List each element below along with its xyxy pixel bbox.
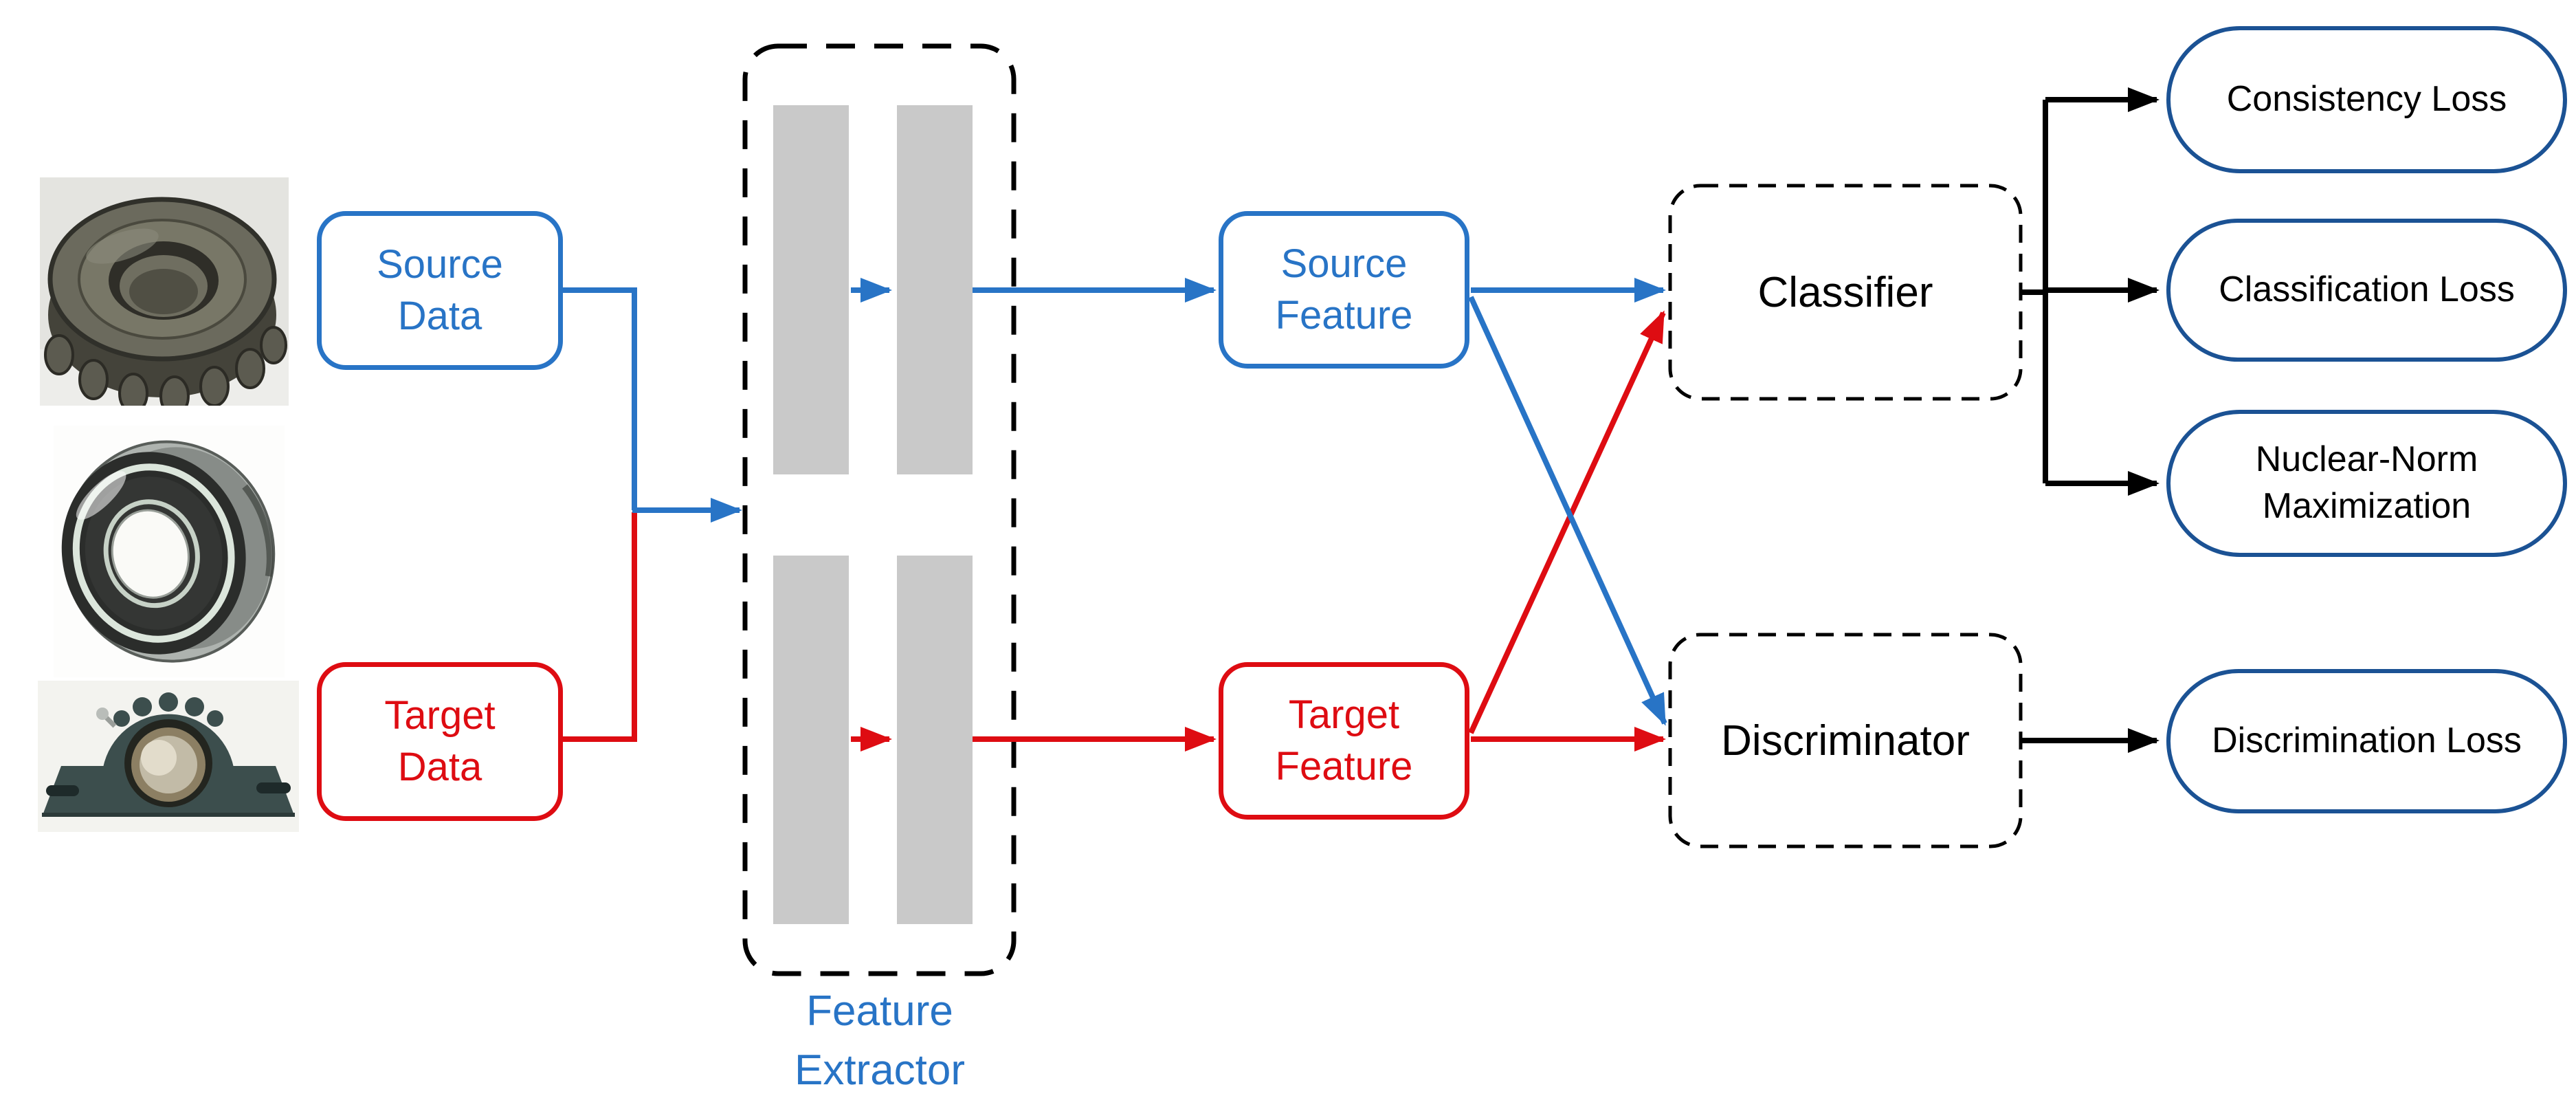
feature-extractor-layer-bar xyxy=(897,105,973,474)
feature-extractor-dashed-box xyxy=(742,43,1017,976)
arrow-source-feature-to-discriminator xyxy=(1468,296,1667,726)
target-data-label: Target Data xyxy=(384,693,496,789)
feature-extractor-layer-bar xyxy=(897,556,973,924)
classification-loss-label: Classification Loss xyxy=(2219,270,2515,310)
cylindrical-roller-bearing-photo xyxy=(40,177,289,406)
nuclear-norm-box: Nuclear-Norm Maximization xyxy=(2166,410,2567,557)
source-feature-box: Source Feature xyxy=(1219,211,1469,369)
source-data-label: Source Data xyxy=(377,242,503,338)
arrow-target-feature-to-classifier xyxy=(1468,310,1666,734)
target-data-elbow-line xyxy=(563,512,637,742)
feature-extractor-layer-bar xyxy=(773,556,849,924)
nuclear-norm-label: Nuclear-Norm Maximization xyxy=(2255,439,2478,526)
source-feature-label: Source Feature xyxy=(1275,241,1413,338)
feature-extractor-label: Feature Extractor xyxy=(794,987,966,1094)
target-feature-box: Target Feature xyxy=(1219,662,1469,820)
source-data-elbow-line xyxy=(563,287,637,510)
classification-loss-box: Classification Loss xyxy=(2166,219,2567,362)
consistency-loss-label: Consistency Loss xyxy=(2226,79,2507,120)
discriminator-label: Discriminator xyxy=(1721,716,1970,765)
feature-extractor-layer-bar xyxy=(773,105,849,474)
target-data-box: Target Data xyxy=(317,662,563,821)
consistency-loss-box: Consistency Loss xyxy=(2166,26,2567,173)
pillow-block-bearing-photo xyxy=(38,681,299,832)
classifier-label: Classifier xyxy=(1757,268,1933,316)
sealed-ball-bearing-photo xyxy=(54,426,285,677)
source-data-box: Source Data xyxy=(317,211,563,370)
discrimination-loss-label: Discrimination Loss xyxy=(2212,721,2522,761)
target-feature-label: Target Feature xyxy=(1275,692,1413,789)
discrimination-loss-box: Discrimination Loss xyxy=(2166,669,2567,813)
